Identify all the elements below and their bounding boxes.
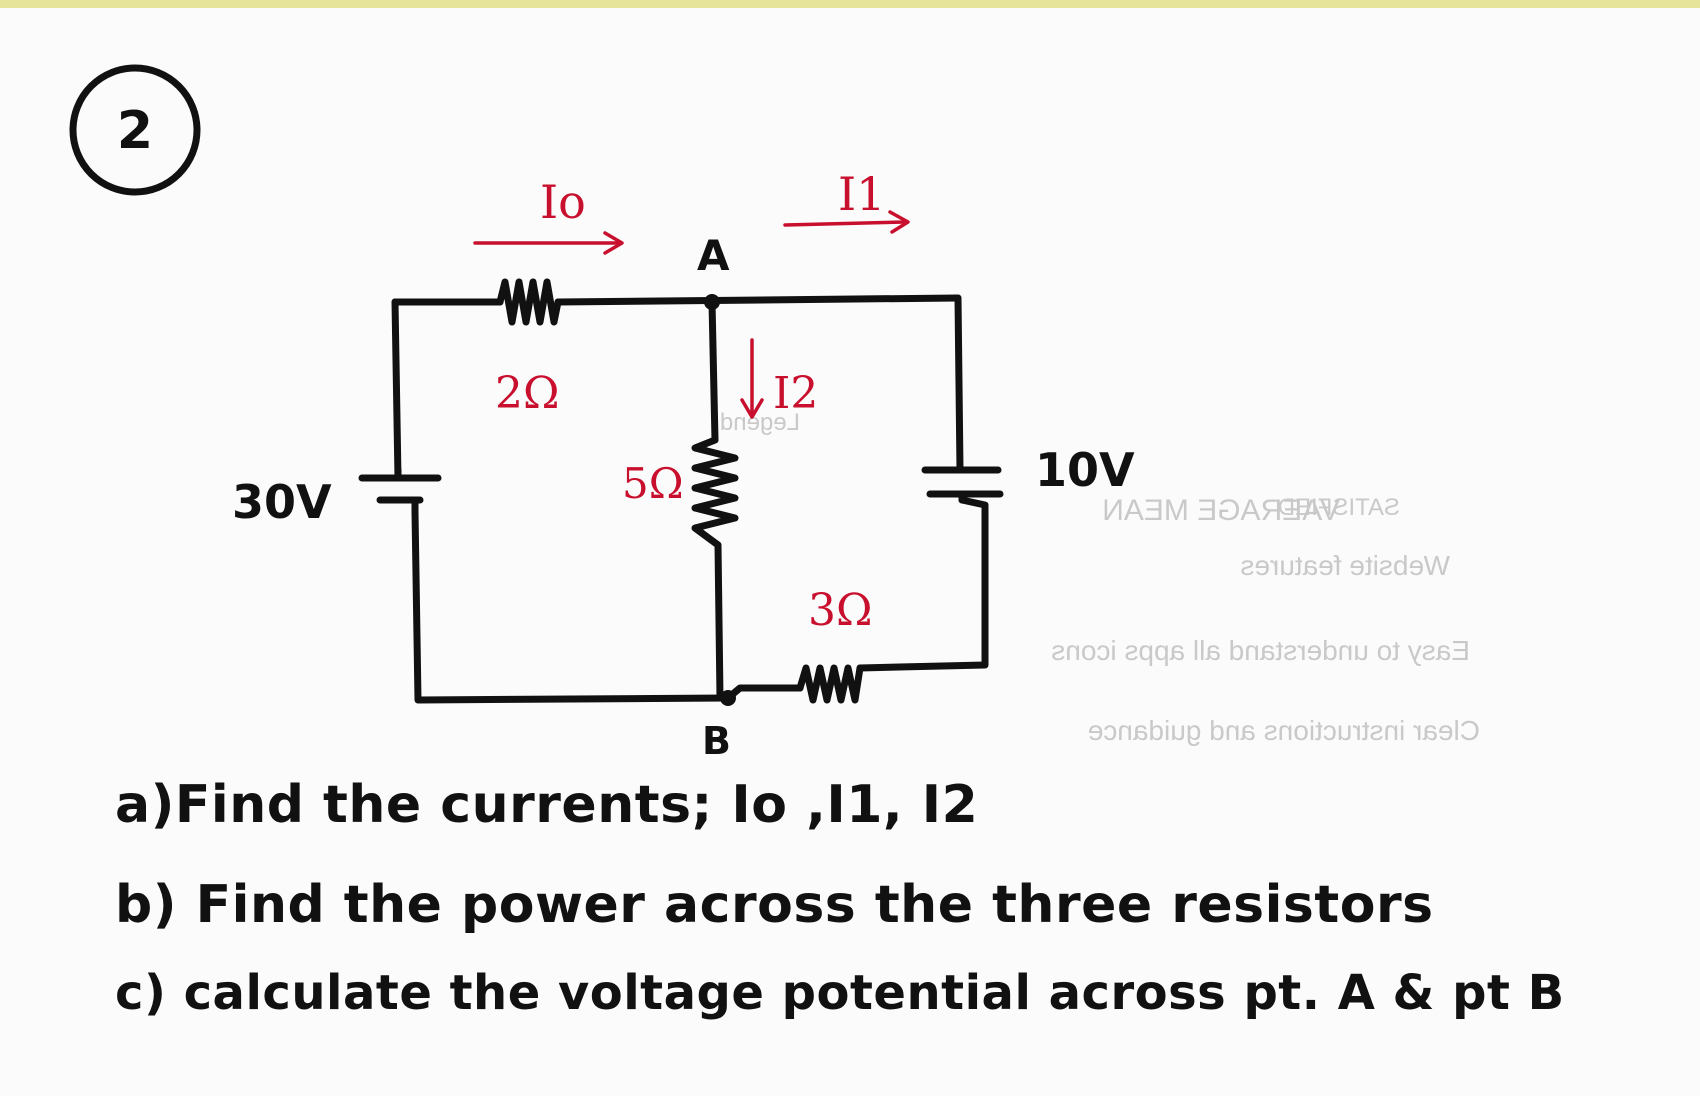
node-a-label: A <box>697 231 730 280</box>
wire-right-lower <box>856 496 989 672</box>
source-right-label: 10V <box>1035 443 1135 497</box>
resistor-middle-label: 5Ω <box>622 459 684 508</box>
ghost-text: VAERAGE MEAN <box>1102 494 1340 527</box>
current-1-arrow <box>783 220 907 227</box>
node-b-dot <box>720 690 736 706</box>
current-0-arrowhead <box>603 231 624 255</box>
ghost-text: SATISFIED <box>1278 494 1400 521</box>
resistor-3-ohm <box>796 664 864 704</box>
wire-right-upper <box>954 294 964 474</box>
resistor-5-ohm <box>691 436 739 549</box>
question-b: b) Find the power across the three resis… <box>115 875 1434 935</box>
current-2-arrowhead <box>740 398 764 419</box>
question-c: c) calculate the voltage potential acros… <box>115 965 1565 1021</box>
annotations: Io I1 I2 2Ω 5Ω 3Ω <box>473 167 910 636</box>
wire-left-lower <box>411 508 732 704</box>
node-a-dot <box>704 294 720 310</box>
ghost-text: Easy to understand all apps icons <box>1051 635 1470 666</box>
wire-top <box>554 294 962 306</box>
node-b-label: B <box>702 719 731 763</box>
page-edge <box>0 0 1700 8</box>
ghost-text: Legend <box>720 409 800 436</box>
bleed-through-text: VAERAGE MEAN Website features Easy to un… <box>720 409 1480 746</box>
wire-middle-upper <box>708 298 719 444</box>
current-2-label: I2 <box>773 368 818 419</box>
problem-number: 2 <box>117 101 153 161</box>
wire-left-upper <box>391 298 402 482</box>
wire-bottom-mid <box>724 684 804 702</box>
wire-middle-lower <box>714 541 724 702</box>
current-1-label: I1 <box>838 167 885 221</box>
circuit-wires <box>391 294 989 704</box>
ghost-text: Clear instructions and guidance <box>1088 715 1480 746</box>
resistor-bottom-label: 3Ω <box>808 585 872 636</box>
battery-10v <box>921 466 1004 504</box>
battery-30v <box>358 466 442 516</box>
resistor-top-label: 2Ω <box>495 368 559 419</box>
question-a: a)Find the currents; Io ,I1, I2 <box>115 775 979 835</box>
resistor-2-ohm <box>496 278 562 326</box>
ghost-text: Website features <box>1240 550 1450 581</box>
current-0-label: Io <box>540 175 586 229</box>
problem-number-circle <box>69 64 201 196</box>
current-1-arrowhead <box>888 210 910 234</box>
source-left-label: 30V <box>232 475 332 529</box>
